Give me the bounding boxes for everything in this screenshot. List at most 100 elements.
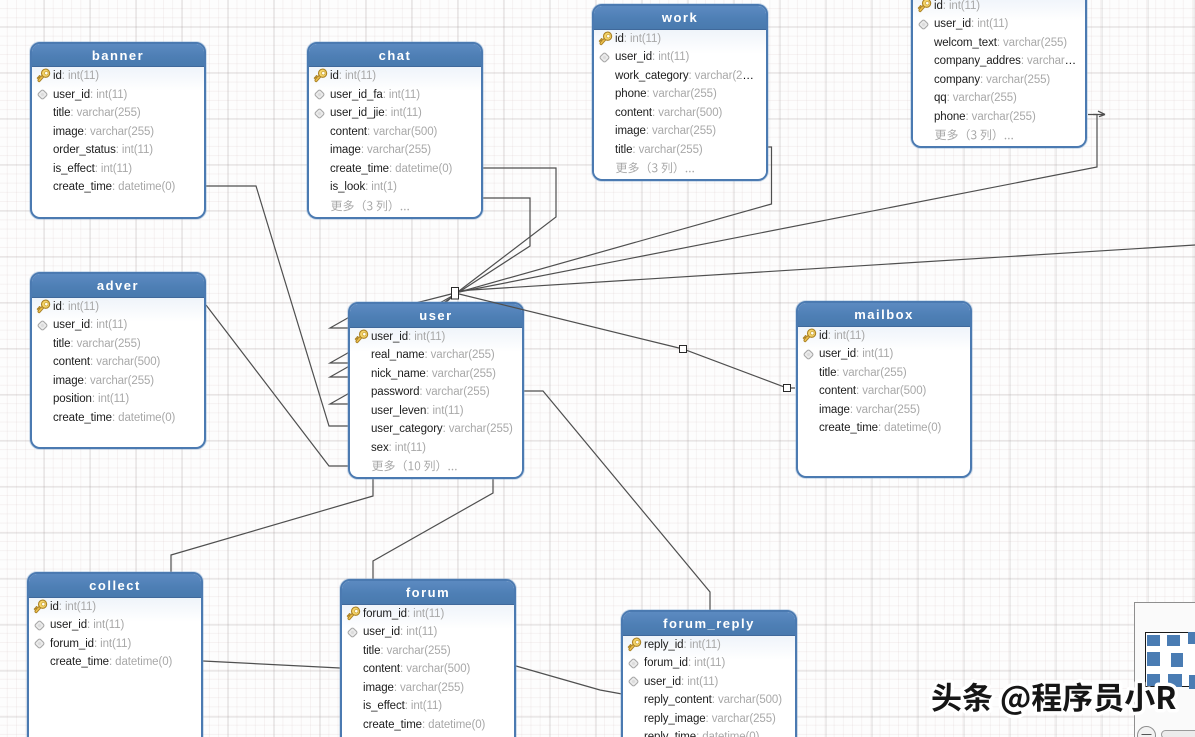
field-row[interactable]: image: varchar(255) [798, 401, 970, 420]
field-row[interactable]: welcom_text: varchar(255) [913, 34, 1085, 53]
field-row[interactable]: content: varchar(500) [342, 660, 514, 679]
field-row[interactable]: image: varchar(255) [594, 122, 766, 141]
table-title[interactable]: forum [342, 581, 514, 605]
field-row[interactable]: forum_id: int(11) [29, 635, 201, 654]
field-row[interactable]: id: int(11) [32, 298, 204, 317]
field-row[interactable]: create_time: datetime(0) [342, 716, 514, 735]
field-row[interactable]: id: int(11) [798, 327, 970, 346]
field-row[interactable]: forum_id: int(11) [623, 654, 795, 673]
field-row[interactable]: create_time: datetime(0) [32, 178, 204, 197]
field-row[interactable]: content: varchar(500) [309, 123, 481, 142]
field-row[interactable]: id: int(11) [32, 67, 204, 86]
field-row[interactable]: image: varchar(255) [32, 123, 204, 142]
field-row[interactable]: create_time: datetime(0) [798, 419, 970, 438]
field-row[interactable] [309, 197, 481, 216]
field-row[interactable]: content: varchar(500) [798, 382, 970, 401]
field-row[interactable]: user_id: int(11) [32, 86, 204, 105]
field-row[interactable]: image: varchar(255) [32, 372, 204, 391]
field-row[interactable]: image: varchar(255) [342, 679, 514, 698]
field-row[interactable]: user_id: int(11) [798, 345, 970, 364]
field-row[interactable]: user_leven: int(11) [350, 402, 522, 421]
relationship-line-adver-user[interactable] [205, 304, 349, 467]
table-unnamed[interactable]: id: int(11)user_id: int(11)welcom_text: … [911, 0, 1087, 148]
table-title[interactable]: adver [32, 274, 204, 298]
field-row[interactable]: title: varchar(255) [798, 364, 970, 383]
table-title[interactable]: user [350, 304, 522, 328]
field-row[interactable]: title: varchar(255) [342, 642, 514, 661]
field-row[interactable]: id: int(11) [309, 67, 481, 86]
field-row[interactable]: is_look: int(1) [309, 178, 481, 197]
table-title[interactable]: work [594, 6, 766, 30]
field-row[interactable]: nick_name: varchar(255) [350, 365, 522, 384]
field-row[interactable] [350, 457, 522, 476]
field-row[interactable]: id: int(11) [913, 0, 1085, 15]
field-row[interactable]: work_category: varchar(255) [594, 67, 766, 86]
table-title[interactable]: chat [309, 43, 481, 67]
field-row[interactable]: phone: varchar(255) [594, 85, 766, 104]
field-row[interactable]: is_effect: int(11) [32, 160, 204, 179]
field-row[interactable]: reply_time: datetime(0) [623, 728, 795, 737]
field-row[interactable]: company_addres: varchar(255) [913, 52, 1085, 71]
field-row[interactable]: user_id: int(11) [623, 673, 795, 692]
field-row[interactable]: title: varchar(255) [594, 141, 766, 160]
field-row[interactable]: qq: varchar(255) [913, 89, 1085, 108]
field-row[interactable]: image: varchar(255) [309, 141, 481, 160]
field-row[interactable]: create_time: datetime(0) [32, 409, 204, 428]
field-row[interactable]: create_time: datetime(0) [29, 653, 201, 672]
field-row[interactable]: user_id_fa: int(11) [309, 86, 481, 105]
field-name: title [53, 337, 71, 350]
field-row[interactable]: user_id_jie: int(11) [309, 104, 481, 123]
relationship-line-user[interactable] [454, 244, 1195, 292]
field-row[interactable]: content: varchar(500) [32, 353, 204, 372]
table-title[interactable]: collect [29, 574, 201, 598]
field-row[interactable]: title: varchar(255) [32, 335, 204, 354]
field-row[interactable] [594, 159, 766, 178]
field-row[interactable]: user_id: int(11) [29, 616, 201, 635]
field-row[interactable]: user_id: int(11) [913, 15, 1085, 34]
relationship-line-forum_reply-forum[interactable] [515, 665, 623, 695]
table-title[interactable]: banner [32, 43, 204, 67]
field-row[interactable]: reply_image: varchar(255) [623, 710, 795, 729]
field-row[interactable]: user_category: varchar(255) [350, 420, 522, 439]
relationship-line-forum-user[interactable] [372, 479, 494, 580]
relationship-line-forum_reply-user[interactable] [524, 390, 711, 611]
field-row[interactable]: content: varchar(500) [594, 104, 766, 123]
field-row[interactable]: real_name: varchar(255) [350, 346, 522, 365]
field-row[interactable]: position: int(11) [32, 390, 204, 409]
relationship-line-collect-user[interactable] [170, 479, 374, 573]
relationship-line-banner-user[interactable] [206, 185, 349, 427]
field-row[interactable]: company: varchar(255) [913, 71, 1085, 90]
field-row[interactable]: id: int(11) [29, 598, 201, 617]
field-row[interactable]: phone: varchar(255) [913, 108, 1085, 127]
table-title[interactable]: mailbox [798, 303, 970, 327]
field-row[interactable]: reply_id: int(11) [623, 636, 795, 655]
zoom-out-button[interactable]: — [1137, 726, 1156, 737]
table-title[interactable]: forum_reply [623, 612, 795, 636]
field-row[interactable]: forum_id: int(11) [342, 605, 514, 624]
field-row[interactable]: is_effect: int(11) [342, 697, 514, 716]
relationship-line-collect-forum[interactable] [202, 660, 341, 669]
field-row[interactable]: order_status: int(11) [32, 141, 204, 160]
field-row[interactable]: create_time: datetime(0) [309, 160, 481, 179]
zoom-slider[interactable] [1161, 729, 1195, 737]
field-row[interactable]: user_id: int(11) [594, 48, 766, 67]
field-row[interactable]: user_id: int(11) [342, 623, 514, 642]
field-row[interactable]: password: varchar(255) [350, 383, 522, 402]
field-row[interactable]: user_id: int(11) [32, 316, 204, 335]
field-row[interactable] [913, 126, 1085, 145]
field-row[interactable]: reply_content: varchar(500) [623, 691, 795, 710]
field-row[interactable]: sex: int(11) [350, 439, 522, 458]
field-row[interactable]: id: int(11) [594, 30, 766, 49]
field-row[interactable]: title: varchar(255) [32, 104, 204, 123]
field-row[interactable]: user_id: int(11) [350, 328, 522, 347]
